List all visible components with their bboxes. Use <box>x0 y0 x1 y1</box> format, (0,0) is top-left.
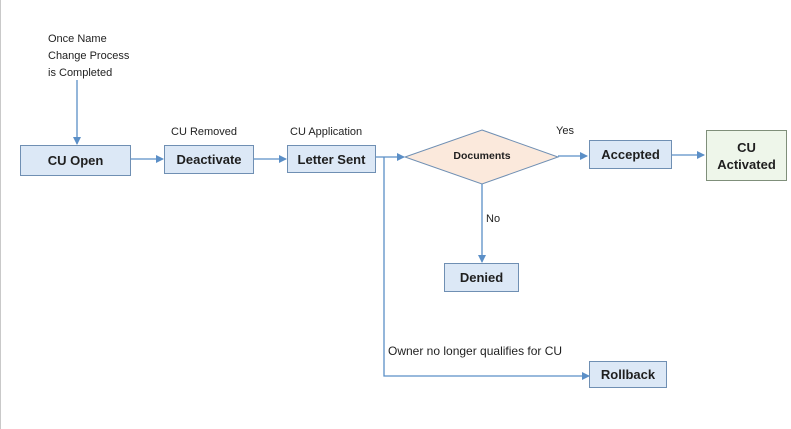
rollback-node: Rollback <box>589 361 667 388</box>
start-note-line-2: Change Process <box>48 50 130 62</box>
cu-application-label: CU Application <box>290 126 363 138</box>
cu-open-node: CU Open <box>20 145 131 176</box>
deactivate-node: Deactivate <box>164 145 254 174</box>
canvas-left-border <box>0 0 1 429</box>
cu-removed-label: CU Removed <box>171 126 238 138</box>
yes-label: Yes <box>556 125 574 137</box>
cu-activated-node: CU Activated <box>706 130 787 181</box>
letter-sent-node: Letter Sent <box>287 145 376 173</box>
connector-letter-sent-to-rollback <box>383 157 590 380</box>
denied-node: Denied <box>444 263 519 292</box>
start-note-line-1: Once Name <box>48 33 107 45</box>
cu-activated-line-2: Activated <box>717 156 776 172</box>
documents-decision-label: Documents <box>453 150 511 162</box>
no-longer-qualifies-label: Owner no longer qualifies for CU <box>388 344 563 358</box>
start-note-line-3: is Completed <box>48 67 113 79</box>
no-label: No <box>486 213 501 225</box>
cu-activated-line-1: CU <box>737 139 756 155</box>
accepted-node: Accepted <box>589 140 672 169</box>
